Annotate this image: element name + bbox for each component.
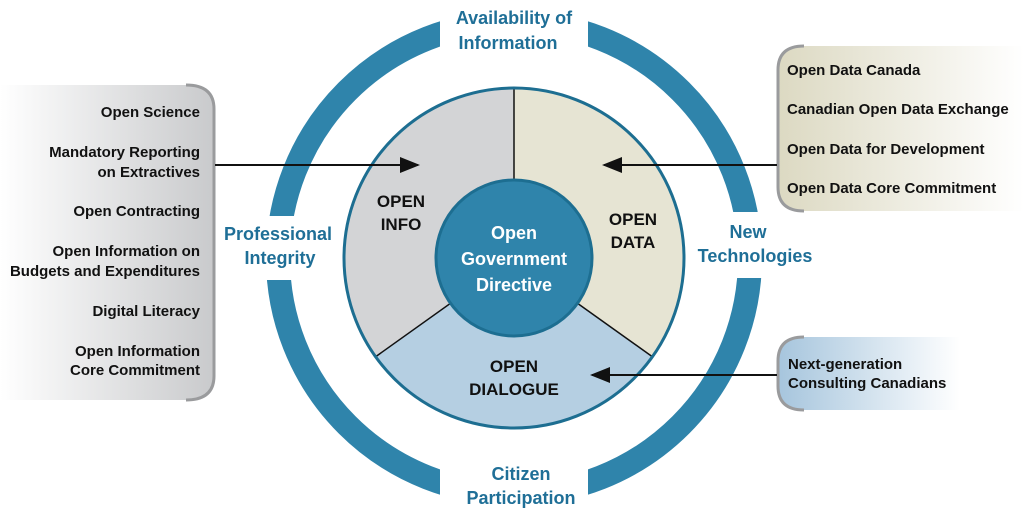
right-box: [778, 46, 1024, 211]
slice-open-data: [514, 88, 684, 357]
pie: [344, 87, 684, 428]
segment-open-dialogue: DIALOGUE: [469, 380, 559, 399]
ring-label-citizen: Participation: [466, 488, 575, 508]
right-item: Open Data for Development: [787, 141, 985, 158]
segment-open-info: INFO: [381, 215, 422, 234]
left-item-open-science: Open Science: [101, 104, 200, 121]
segment-open-dialogue: OPEN: [490, 357, 538, 376]
ring-label-professional: Integrity: [244, 248, 315, 268]
right-box-border: [776, 44, 805, 213]
segment-open-data: OPEN: [609, 210, 657, 229]
left-item-open-contracting: Open Contracting: [73, 203, 200, 220]
slice-open-info: [344, 87, 514, 357]
ring-label-technologies: New: [729, 222, 767, 242]
left-item-budgets: Open Information on: [53, 243, 201, 260]
ring-label-availability: Availability of: [456, 8, 573, 28]
dialogue-item: Next-generation: [788, 356, 902, 373]
right-item: Open Data Canada: [787, 62, 921, 79]
slice-open-dialogue: [375, 258, 653, 428]
ring-gap-right: [718, 212, 778, 278]
left-item-core-commitment: Open Information: [75, 343, 200, 360]
right-item: Open Data Core Commitment: [787, 180, 996, 197]
ring-gap-top: [440, 0, 588, 56]
left-item-core-commitment: Core Commitment: [70, 362, 200, 379]
center-title: Government: [461, 249, 567, 269]
segment-open-data: DATA: [611, 233, 656, 252]
ring-label-professional: Professional: [224, 224, 332, 244]
ring-label-technologies: Technologies: [698, 246, 813, 266]
center-title: Open: [491, 223, 537, 243]
dialogue-box-border: [776, 335, 805, 412]
center-title: Directive: [476, 275, 552, 295]
right-item: Canadian Open Data Exchange: [787, 101, 1009, 118]
ring-label-availability: Information: [459, 33, 558, 53]
inner-circle-border: [342, 86, 686, 430]
left-box: [0, 85, 214, 400]
left-box-border: [185, 83, 216, 402]
ring-gap-bottom: [440, 458, 588, 514]
left-item-mandatory-reporting: Mandatory Reporting: [49, 144, 200, 161]
left-item-mandatory-reporting: on Extractives: [97, 164, 200, 181]
ring-label-citizen: Citizen: [491, 464, 550, 484]
dialogue-item: Consulting Canadians: [788, 375, 946, 392]
left-item-budgets: Budgets and Expenditures: [10, 263, 200, 280]
center-circle: [434, 178, 594, 338]
ring-gap-left: [250, 216, 310, 280]
left-item-digital-literacy: Digital Literacy: [92, 303, 200, 320]
dialogue-box: [778, 337, 960, 410]
segment-open-info: OPEN: [377, 192, 425, 211]
